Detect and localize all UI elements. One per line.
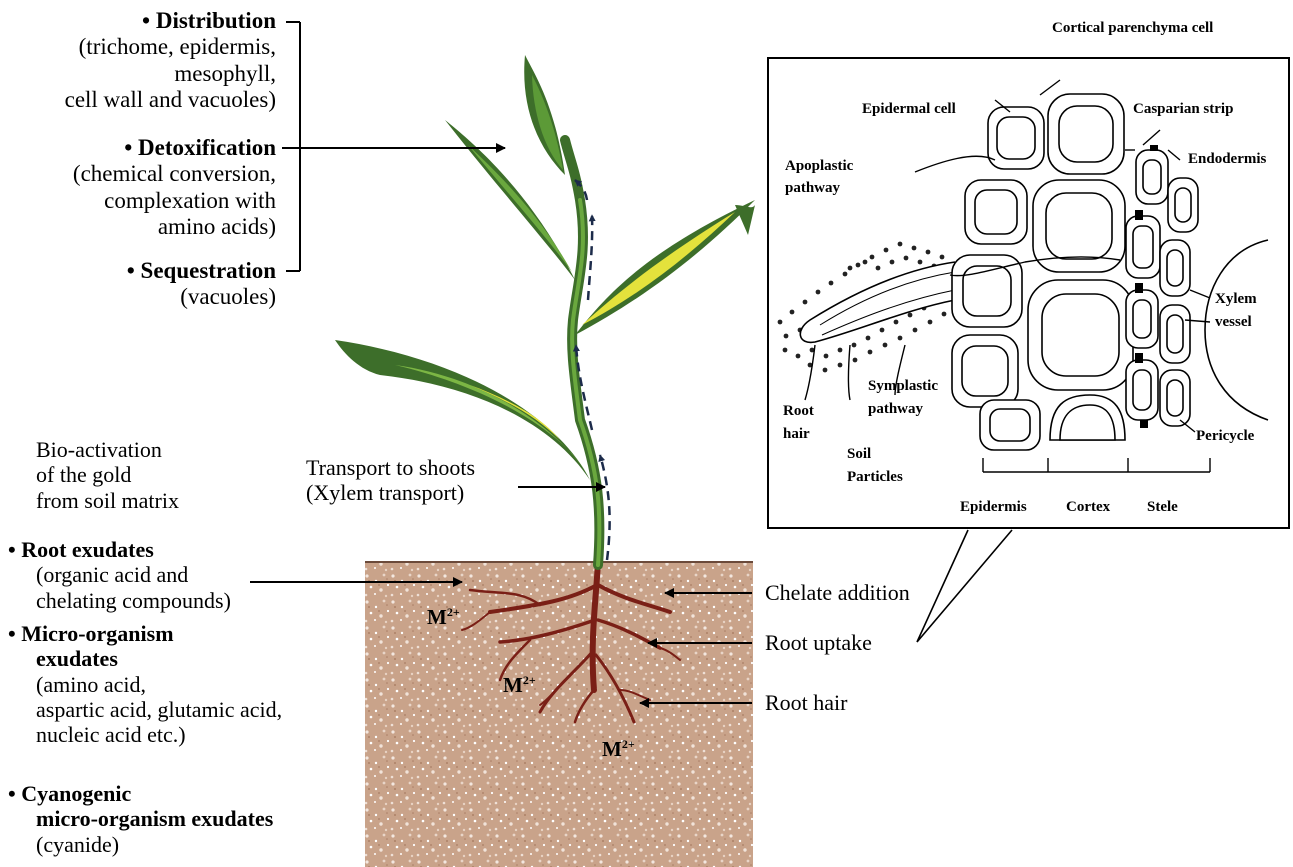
microorganism-title-line: exudates: [8, 646, 282, 671]
inset-cell-array: [952, 94, 1268, 450]
transport-line: Transport to shoots: [306, 455, 475, 480]
detoxification-line: (chemical conversion,: [73, 161, 276, 187]
detoxification-line: amino acids): [73, 214, 276, 240]
label-cortical-parenchyma: Cortical parenchyma cell: [1052, 20, 1213, 36]
root-exudates-line: chelating compounds): [8, 588, 231, 613]
microorganism-line: (amino acid,: [8, 672, 282, 697]
bullet-detoxification: •: [124, 135, 132, 160]
cyanogenic-title: Cyanogenic: [21, 781, 131, 806]
label-apoplastic-2: pathway: [785, 180, 841, 196]
detoxification-title: Detoxification: [138, 135, 276, 160]
label-zone-stele: Stele: [1147, 499, 1178, 515]
bioactivation-line: of the gold: [36, 462, 179, 487]
transport-label: Transport to shoots (Xylem transport): [306, 455, 475, 506]
plant-stem: [565, 140, 599, 565]
distribution-block: • Distribution (trichome, epidermis, mes…: [65, 8, 276, 114]
label-epidermal-cell: Epidermal cell: [862, 101, 956, 117]
label-soil-2: Particles: [847, 469, 903, 485]
detoxification-block: • Detoxification (chemical conversion, c…: [73, 135, 276, 241]
cyanogenic-block: • Cyanogenic micro-organism exudates (cy…: [8, 781, 273, 857]
label-apoplastic-1: Apoplastic: [785, 158, 854, 174]
callout-pointer: [917, 530, 1012, 642]
bullet-cyanogenic: •: [8, 781, 16, 806]
root-uptake-label: Root uptake: [765, 630, 872, 655]
label-xylem-1: Xylem: [1215, 291, 1257, 307]
transport-line: (Xylem transport): [306, 480, 475, 505]
root-exudates-line: (organic acid and: [8, 562, 231, 587]
inset-root-hair-region: [778, 242, 955, 373]
sequestration-block: • Sequestration (vacuoles): [127, 258, 276, 311]
label-symplastic-1: Symplastic: [868, 378, 938, 394]
sequestration-line: (vacuoles): [127, 284, 276, 310]
metal-ion-3: M2+: [602, 737, 635, 761]
distribution-line: mesophyll,: [65, 61, 276, 87]
label-root-hair-1: Root: [783, 403, 814, 419]
bullet-distribution: •: [142, 8, 150, 33]
soil-block: [365, 562, 753, 867]
bullet-sequestration: •: [127, 258, 135, 283]
microorganism-title: Micro-organism: [21, 621, 173, 646]
zone-ruler: [983, 458, 1210, 472]
metal-ion-1: M2+: [427, 605, 460, 629]
distribution-line: (trichome, epidermis,: [65, 34, 276, 60]
microorganism-line: nucleic acid etc.): [8, 722, 282, 747]
plant-leaves: [335, 55, 755, 480]
root-exudates-title: Root exudates: [21, 537, 154, 562]
bullet-root-exudates: •: [8, 537, 16, 562]
cyanogenic-title-line: micro-organism exudates: [8, 806, 273, 831]
label-zone-epidermis: Epidermis: [960, 499, 1027, 515]
label-endodermis: Endodermis: [1188, 151, 1267, 167]
root-exudates-block: • Root exudates (organic acid and chelat…: [8, 537, 231, 613]
label-soil-1: Soil: [847, 446, 871, 462]
bioactivation-line: from soil matrix: [36, 488, 179, 513]
detoxification-line: complexation with: [73, 188, 276, 214]
sequestration-title: Sequestration: [141, 258, 276, 283]
bioactivation-heading: Bio-activation of the gold from soil mat…: [36, 437, 179, 513]
chelate-addition-label: Chelate addition: [765, 580, 910, 605]
cyanogenic-line: (cyanide): [8, 832, 273, 857]
label-xylem-2: vessel: [1215, 314, 1252, 330]
distribution-line: cell wall and vacuoles): [65, 87, 276, 113]
label-casparian-strip: Casparian strip: [1133, 101, 1233, 117]
label-root-hair-2: hair: [783, 426, 810, 442]
bullet-microorganism: •: [8, 621, 16, 646]
distribution-title: Distribution: [156, 8, 276, 33]
label-zone-cortex: Cortex: [1066, 499, 1111, 515]
label-symplastic-2: pathway: [868, 401, 924, 417]
bioactivation-line: Bio-activation: [36, 437, 179, 462]
label-pericycle: Pericycle: [1196, 428, 1255, 444]
root-hair-label: Root hair: [765, 690, 848, 715]
microorganism-line: aspartic acid, glutamic acid,: [8, 697, 282, 722]
microorganism-exudates-block: • Micro-organism exudates (amino acid, a…: [8, 621, 282, 747]
metal-ion-2: M2+: [503, 673, 536, 697]
